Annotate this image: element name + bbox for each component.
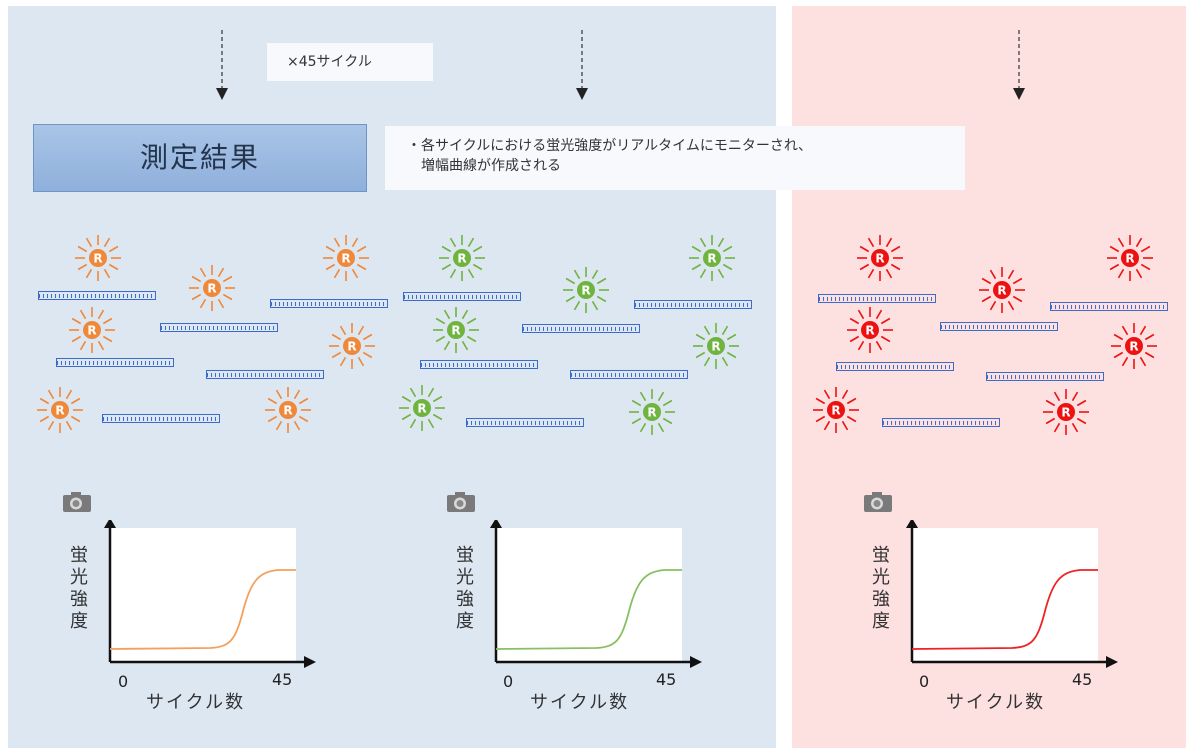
svg-text:R: R	[647, 406, 656, 420]
dna-strand	[570, 370, 688, 379]
cycle-count-label: ×45サイクル	[267, 43, 433, 81]
fluorescent-probe-icon: R	[1107, 235, 1153, 281]
fluorescent-probe-icon: R	[847, 307, 893, 353]
dna-strand	[634, 300, 752, 309]
camera-icon	[447, 492, 475, 512]
y-axis-label: 蛍光強度	[872, 545, 890, 632]
y-axis-label: 蛍光強度	[70, 545, 88, 632]
svg-text:R: R	[55, 404, 64, 418]
dna-strand	[882, 418, 1000, 427]
dna-strand	[466, 418, 584, 427]
svg-text:R: R	[451, 324, 460, 338]
fluorescent-probe-icon: R	[399, 385, 445, 431]
result-title-box: 測定結果	[33, 124, 367, 192]
fluorescent-probe-icon: R	[439, 235, 485, 281]
svg-text:R: R	[341, 252, 350, 266]
svg-text:R: R	[581, 284, 590, 298]
svg-text:R: R	[93, 252, 102, 266]
dna-strand	[522, 324, 640, 333]
svg-text:R: R	[865, 324, 874, 338]
fluorescent-probe-icon: R	[1111, 323, 1157, 369]
fluorescent-probe-icon: R	[857, 235, 903, 281]
explanation-note: ・各サイクルにおける蛍光強度がリアルタイムにモニターされ、 増幅曲線が作成される	[385, 126, 965, 190]
dna-strand	[270, 299, 388, 308]
dna-strand	[940, 322, 1058, 331]
dna-strand	[836, 362, 954, 371]
dna-strand	[818, 294, 936, 303]
x-axis-max: 45	[656, 670, 677, 689]
svg-text:R: R	[875, 252, 884, 266]
fluorescent-probe-icon: R	[75, 235, 121, 281]
fluorescent-probe-icon: R	[37, 387, 83, 433]
note-line-2: 増幅曲線が作成される	[421, 158, 561, 174]
dna-strand	[420, 360, 538, 369]
fluorescent-probe-icon: R	[329, 323, 375, 369]
svg-text:R: R	[831, 404, 840, 418]
svg-text:R: R	[347, 340, 356, 354]
svg-text:R: R	[417, 402, 426, 416]
fluorescent-probe-icon: R	[689, 235, 735, 281]
svg-text:R: R	[997, 284, 1006, 298]
y-axis-label: 蛍光強度	[456, 545, 474, 632]
x-axis-min: 0	[503, 672, 514, 691]
dna-strand	[38, 291, 156, 300]
fluorescent-probe-icon: R	[693, 323, 739, 369]
fluorescent-probe-icon: R	[979, 267, 1025, 313]
svg-text:R: R	[1061, 406, 1070, 420]
x-axis-label: サイクル数	[146, 692, 246, 713]
dna-strand	[986, 372, 1104, 381]
fluorescent-probe-icon: R	[323, 235, 369, 281]
fluorescent-probe-icon: R	[69, 307, 115, 353]
svg-text:R: R	[87, 324, 96, 338]
fluorescent-probe-icon: R	[265, 387, 311, 433]
svg-text:R: R	[283, 404, 292, 418]
x-axis-max: 45	[1072, 670, 1093, 689]
fluorescent-probe-icon: R	[563, 267, 609, 313]
svg-text:R: R	[707, 252, 716, 266]
x-axis-label: サイクル数	[530, 692, 630, 713]
amplification-curve	[495, 569, 682, 650]
amplification-graph-red	[906, 520, 1118, 668]
down-arrow-icon	[576, 30, 588, 100]
svg-text:R: R	[207, 282, 216, 296]
amplification-graph-green	[490, 520, 702, 668]
fluorescent-probe-icon: R	[813, 387, 859, 433]
camera-icon	[864, 492, 892, 512]
amplification-curve	[911, 569, 1098, 650]
dna-strand	[403, 292, 521, 301]
fluorescent-probe-icon: R	[629, 389, 675, 435]
svg-text:R: R	[1129, 340, 1138, 354]
amplification-graph-orange	[104, 520, 316, 668]
dna-strand	[160, 323, 278, 332]
x-axis-min: 0	[118, 672, 129, 691]
amplification-curve	[109, 569, 296, 650]
svg-text:R: R	[711, 340, 720, 354]
dna-strand	[206, 370, 324, 379]
x-axis-label: サイクル数	[946, 692, 1046, 713]
x-axis-min: 0	[919, 672, 930, 691]
x-axis-max: 45	[272, 670, 293, 689]
down-arrow-icon	[216, 30, 228, 100]
fluorescent-probe-icon: R	[189, 265, 235, 311]
down-arrow-icon	[1013, 30, 1025, 100]
camera-icon	[63, 492, 91, 512]
dna-strand	[1050, 302, 1168, 311]
svg-text:R: R	[457, 252, 466, 266]
fluorescent-probe-icon: R	[1043, 389, 1089, 435]
fluorescent-probe-icon: R	[433, 307, 479, 353]
note-line-1: ・各サイクルにおける蛍光強度がリアルタイムにモニターされ、	[407, 138, 813, 154]
svg-text:R: R	[1125, 252, 1134, 266]
dna-strand	[102, 414, 220, 423]
dna-strand	[56, 358, 174, 367]
